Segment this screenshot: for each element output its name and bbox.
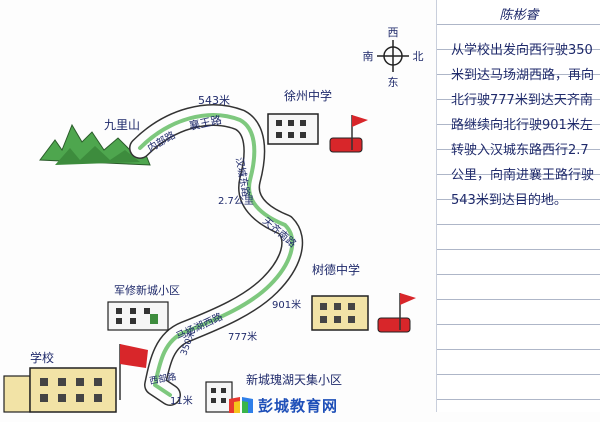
label-jiulishan: 九里山 [104,118,140,132]
label-xuzhou-school: 徐州中学 [284,88,332,103]
distance-543: 543米 [198,94,230,107]
book-logo-icon [229,397,253,413]
route-map: 西 南 北 东 [3,26,424,413]
junxiu-building [107,301,169,331]
compass-left: 南 [363,50,374,63]
compass-bottom: 东 [388,76,399,89]
label-school: 学校 [30,350,54,365]
watermark-text: 彭城教育网 [258,396,339,415]
xincheng-building [205,381,233,413]
route-notes: 陈彬睿 从学校出发向西行驶350米到达马场湖西路，再向北行驶777米到达天齐南路… [436,0,600,412]
shude-school-building [311,295,369,331]
label-shude-school: 树德中学 [312,262,360,277]
compass-icon [377,40,409,72]
compass-top: 西 [388,26,399,39]
distance-901: 901米 [272,298,301,311]
label-xincheng: 新城瑰湖天集小区 [246,372,342,387]
shude-flag-icon [377,293,416,333]
road-xiangwang: 襄王路 [188,112,223,133]
route-description: 从学校出发向西行驶350米到达马场湖西路，再向北行驶777米到达天齐南路继续向北… [451,43,595,208]
school-building [3,367,117,413]
route-road [129,104,304,406]
watermark: 彭城教育网 [228,394,338,416]
label-junxiu: 军修新城小区 [114,283,180,297]
school-flag-icon [119,344,148,400]
xuzhou-school-building [267,113,319,145]
distance-11: 11米 [170,394,193,407]
distance-27km: 2.7公里 [218,195,254,207]
xuzhou-flag-icon [329,115,368,153]
distance-777: 777米 [228,330,257,343]
compass-right: 北 [413,50,424,63]
author-name: 陈彬睿 [499,8,539,23]
